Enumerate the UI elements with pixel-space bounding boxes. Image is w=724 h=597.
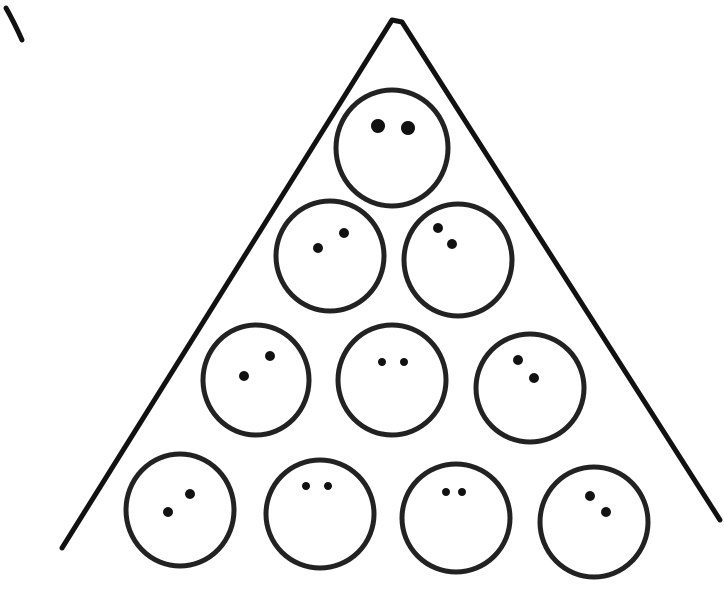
ball xyxy=(126,454,234,566)
balls-group xyxy=(126,90,648,577)
stray-pen-mark xyxy=(6,8,22,40)
ball xyxy=(276,201,384,311)
ball xyxy=(338,325,446,435)
ball xyxy=(404,204,512,316)
ball xyxy=(476,334,584,442)
ball xyxy=(336,90,448,206)
ball xyxy=(203,325,309,435)
ball xyxy=(540,467,648,577)
ball xyxy=(266,460,374,568)
ball xyxy=(402,464,510,572)
